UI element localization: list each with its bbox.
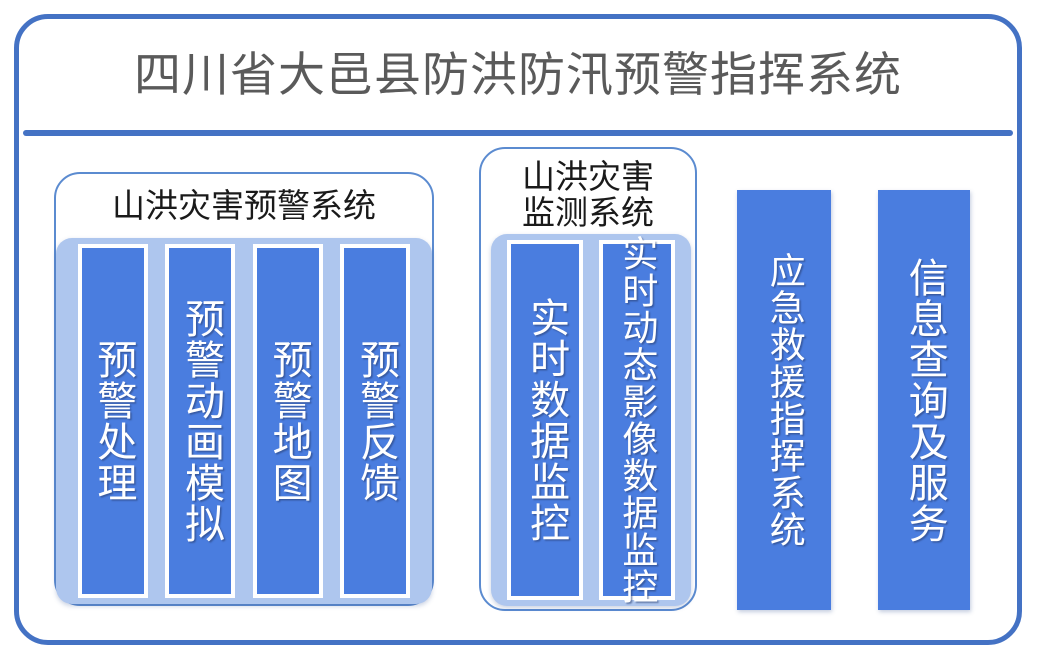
module-information-query-and-service[interactable]: 信息查询及服务 <box>878 190 970 610</box>
module-label: 信息查询及服务 <box>901 256 948 544</box>
module-realtime-data-monitoring[interactable]: 实时数据监控 <box>507 240 584 600</box>
module-label: 实时动态影像数据监控 <box>616 235 658 605</box>
module-label: 预警地图 <box>265 339 312 503</box>
module-warning-animation-simulation[interactable]: 预警动画模拟 <box>165 244 236 598</box>
module-label: 实时数据监控 <box>523 297 570 543</box>
system-title-band: 四川省大邑县防洪防汛预警指挥系统 <box>14 14 1022 136</box>
panel-warning-system-title: 山洪灾害预警系统 <box>112 186 376 225</box>
module-label: 预警动画模拟 <box>177 298 224 544</box>
module-warning-processing[interactable]: 预警处理 <box>77 244 148 598</box>
panel-monitoring-system-tray: 实时数据监控 实时动态影像数据监控 <box>491 234 691 606</box>
page-title: 四川省大邑县防洪防汛预警指挥系统 <box>134 47 902 103</box>
module-emergency-rescue-command-system[interactable]: 应急救援指挥系统 <box>737 190 831 610</box>
panel-warning-system[interactable]: 山洪灾害预警系统 预警处理 预警动画模拟 预警地图 预警反馈 <box>54 172 434 606</box>
module-warning-feedback[interactable]: 预警反馈 <box>340 244 411 598</box>
panel-monitoring-system-title: 山洪灾害 监测系统 <box>522 157 654 232</box>
title-divider <box>23 130 1013 136</box>
module-warning-map[interactable]: 预警地图 <box>252 244 323 598</box>
module-label: 应急救援指挥系统 <box>763 252 805 548</box>
panel-monitoring-system[interactable]: 山洪灾害 监测系统 实时数据监控 实时动态影像数据监控 <box>479 147 697 611</box>
panel-warning-system-tray: 预警处理 预警动画模拟 预警地图 预警反馈 <box>56 238 432 604</box>
module-label: 预警处理 <box>90 339 137 503</box>
module-realtime-dynamic-image-data-monitoring[interactable]: 实时动态影像数据监控 <box>598 235 675 605</box>
module-label: 预警反馈 <box>353 339 400 503</box>
